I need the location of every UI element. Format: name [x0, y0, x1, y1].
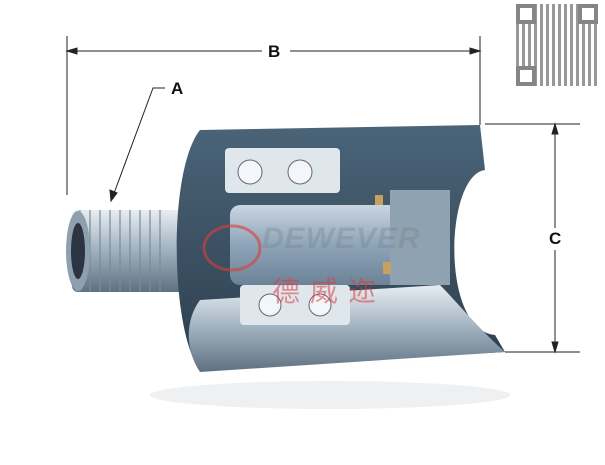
dimension-c [485, 122, 580, 354]
dimension-label-c: C [549, 229, 562, 248]
watermark-brand: DEWEVER [262, 222, 421, 255]
watermark-logo [202, 224, 262, 272]
dimension-label-a: A [171, 79, 184, 98]
dimension-label-b: B [268, 42, 281, 61]
leader-a [109, 87, 165, 203]
watermark-chinese: 德威迩 [272, 275, 387, 308]
qr-code [516, 4, 598, 86]
dimension-b [65, 36, 482, 195]
shaft [230, 205, 400, 285]
